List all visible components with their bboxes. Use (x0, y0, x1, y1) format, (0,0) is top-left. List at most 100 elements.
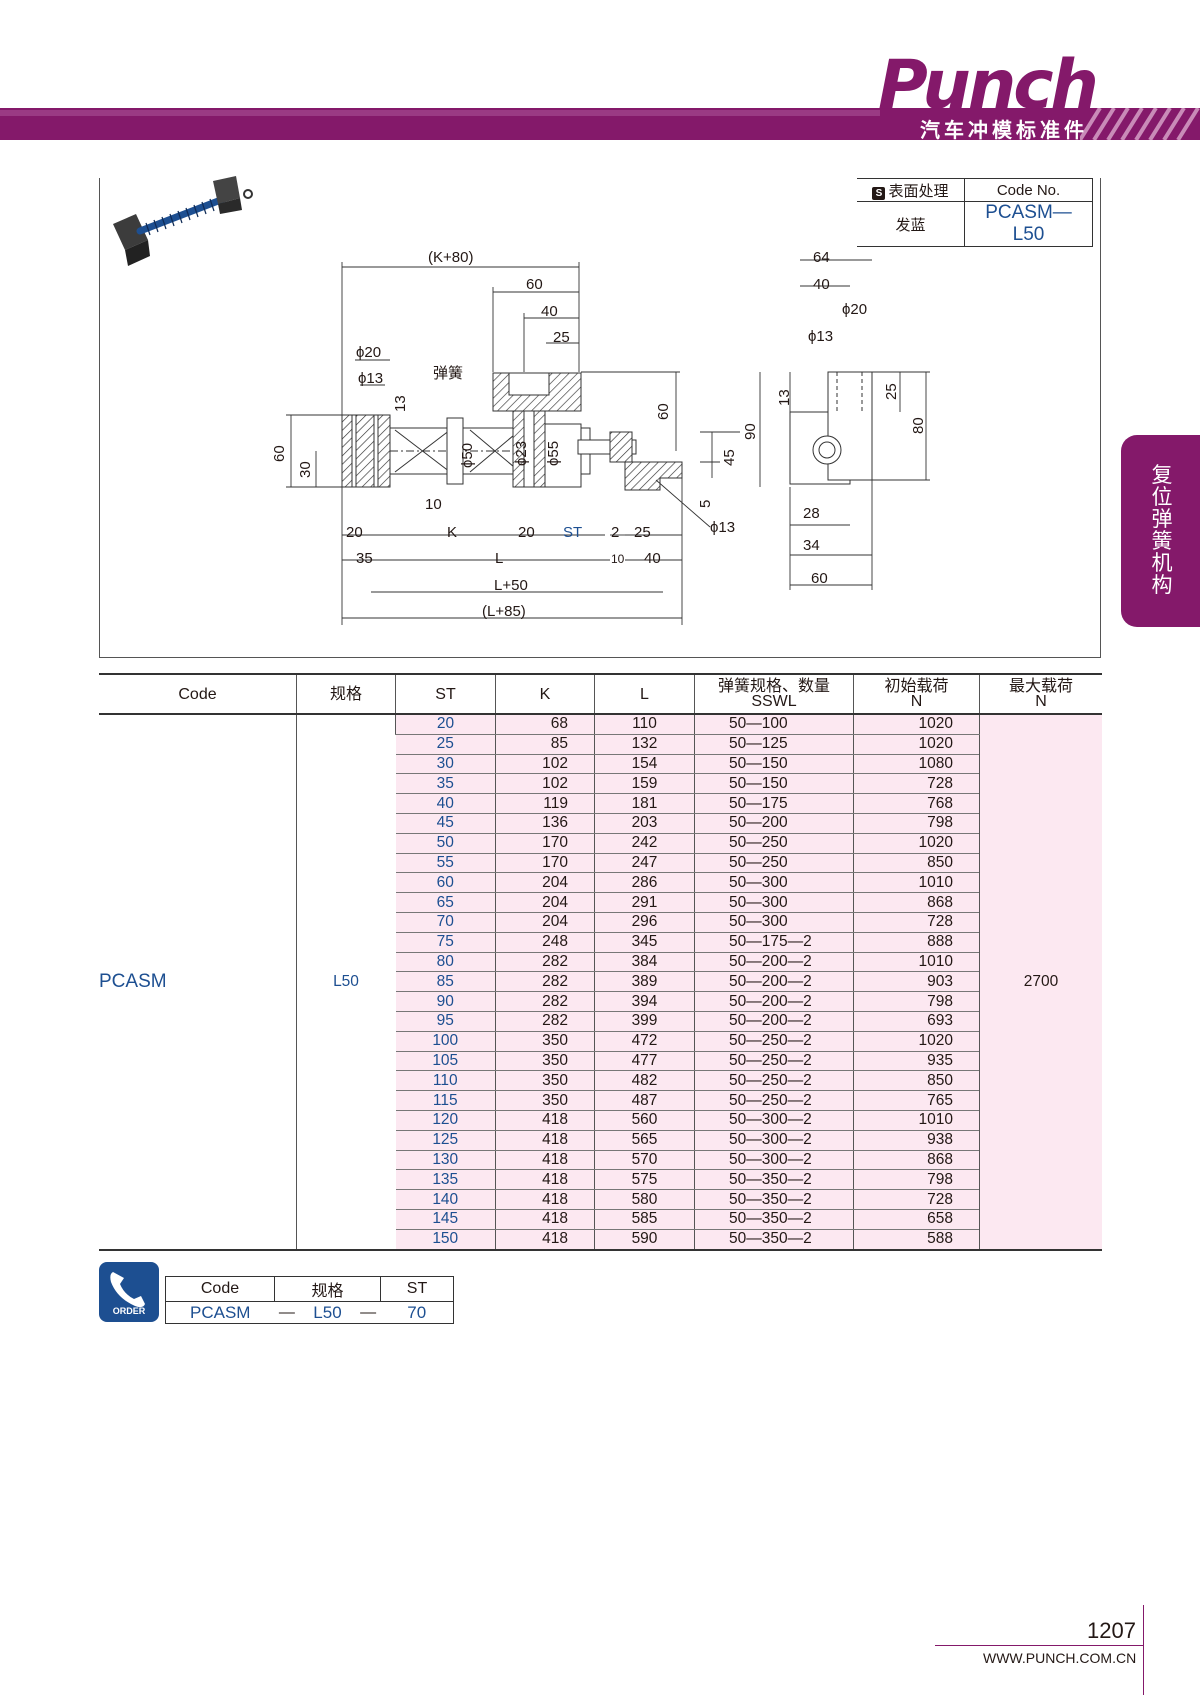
dim-k80: (K+80) (428, 249, 473, 266)
surface-treatment-value: 发蓝 (857, 201, 965, 247)
k-cell: 282 (495, 991, 595, 1012)
dim-phi50: ϕ50 (459, 443, 476, 468)
footer-url[interactable]: WWW.PUNCH.COM.CN (983, 1650, 1137, 1666)
st-cell: 65 (395, 892, 496, 913)
l-cell: 585 (594, 1209, 695, 1230)
k-cell: 136 (495, 813, 595, 834)
initial-load-cell: 903 (853, 971, 980, 993)
k-cell: 248 (495, 932, 595, 953)
order-icon (99, 1262, 159, 1322)
st-cell: 85 (395, 971, 496, 993)
initial-load-cell: 798 (853, 991, 980, 1012)
l-cell: 384 (594, 952, 695, 973)
side-tab[interactable] (1121, 435, 1200, 627)
st-cell: 45 (395, 813, 496, 834)
dim-st: ST (563, 524, 582, 541)
phone-icon (110, 1272, 145, 1308)
st-cell: 135 (395, 1169, 496, 1191)
l-cell: 389 (594, 971, 695, 993)
spring-cell: 50—200—2 (694, 1011, 854, 1032)
k-cell: 102 (495, 754, 595, 775)
l-cell: 580 (594, 1189, 695, 1210)
page-number: 1207 (1087, 1618, 1136, 1643)
k-cell: 282 (495, 952, 595, 973)
spring-cell: 50—100 (694, 714, 854, 735)
st-cell: 50 (395, 833, 496, 854)
k-cell: 418 (495, 1209, 595, 1230)
spring-cell: 50—200 (694, 813, 854, 834)
k-cell: 350 (495, 1031, 595, 1052)
dim-10: 10 (425, 496, 442, 513)
k-cell: 282 (495, 1011, 595, 1032)
l-cell: 286 (594, 872, 695, 894)
header-stripes (1080, 108, 1200, 140)
dim-k: K (447, 524, 457, 541)
initial-load-cell: 658 (853, 1209, 980, 1230)
l-cell: 560 (594, 1110, 695, 1131)
spring-cell: 50—150 (694, 754, 854, 775)
l-cell: 590 (594, 1229, 695, 1251)
st-cell: 125 (395, 1130, 496, 1151)
initial-load-cell: 728 (853, 912, 980, 933)
dim-25b: 25 (634, 524, 651, 541)
header-band-accent (0, 110, 880, 116)
st-cell: 145 (395, 1209, 496, 1230)
order-v-code: PCASM (165, 1301, 275, 1324)
spring-cell: 50—250—2 (694, 1090, 854, 1111)
spring-cell: 50—300 (694, 872, 854, 894)
st-cell: 95 (395, 1011, 496, 1032)
dim-l: L (495, 550, 503, 567)
dim-s90: 90 (742, 423, 759, 440)
spring-cell: 50—250 (694, 853, 854, 874)
k-cell: 68 (495, 714, 595, 735)
st-cell: 90 (395, 991, 496, 1012)
col-l: L (594, 673, 695, 715)
order-label: ORDER (112, 1306, 146, 1316)
st-cell: 150 (395, 1229, 496, 1251)
spring-cell: 50—250 (694, 833, 854, 854)
side-tab-label: 复位弹簧机构 (1151, 464, 1173, 597)
dim-30v: 30 (297, 461, 314, 478)
spring-cell: 50—250—2 (694, 1031, 854, 1052)
initial-load-cell: 1080 (853, 754, 980, 775)
spring-cell: 50—250—2 (694, 1051, 854, 1072)
header-subtitle: 汽车冲模标准件 (920, 120, 1088, 142)
order-v-spec: L50 (299, 1301, 356, 1324)
spring-cell: 50—200—2 (694, 991, 854, 1012)
l-cell: 399 (594, 1011, 695, 1032)
footer-vrule (1143, 1605, 1144, 1695)
l-cell: 345 (594, 932, 695, 953)
dim-s60: 60 (811, 570, 828, 587)
k-cell: 204 (495, 892, 595, 913)
dim-s25: 25 (883, 383, 900, 400)
st-cell: 30 (395, 754, 496, 775)
dim-phi20a: ϕ20 (356, 344, 381, 361)
dim-s34: 34 (803, 537, 820, 554)
dim-5: 5 (697, 500, 714, 508)
initial-load-cell: 935 (853, 1051, 980, 1072)
col-code: Code (99, 673, 297, 715)
spring-cell: 50—175 (694, 793, 854, 814)
initial-load-cell: 588 (853, 1229, 980, 1251)
dim-sphi20: ϕ20 (842, 301, 867, 318)
l-cell: 159 (594, 773, 695, 795)
l-cell: 242 (594, 833, 695, 854)
initial-load-cell: 1020 (853, 734, 980, 755)
initial-load-cell: 1010 (853, 1110, 980, 1131)
